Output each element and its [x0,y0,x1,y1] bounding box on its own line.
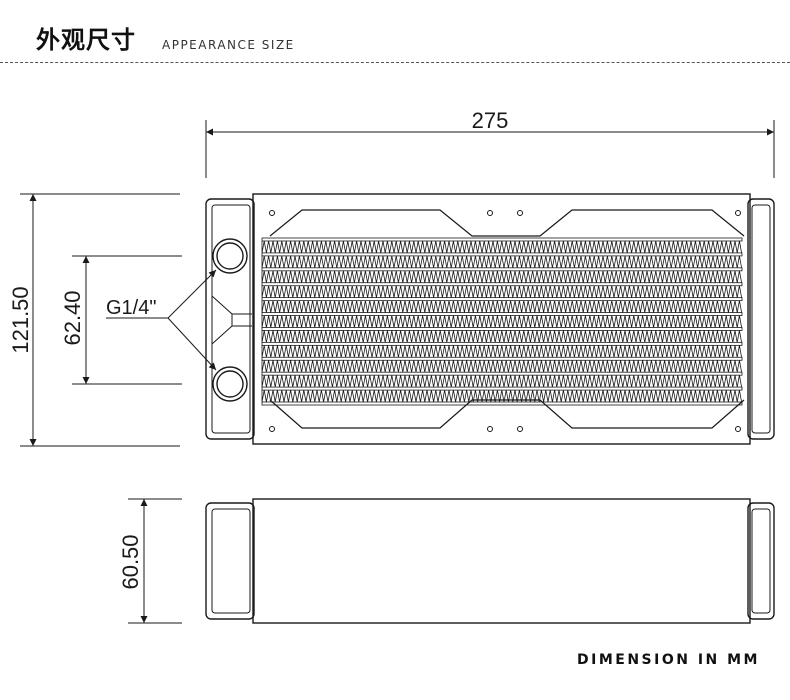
front-view [205,193,775,445]
mounting-holes [269,210,741,432]
height-label: 121.50 [8,286,33,353]
side-right-tank [747,502,775,620]
thread-label: G1/4" [106,297,156,319]
coolant-tube [261,297,743,302]
header-divider [0,62,790,63]
fin-row [261,315,742,328]
fin-row [261,345,742,358]
side-body [252,498,751,624]
coolant-tube [261,327,743,331]
coolant-tube [261,237,743,242]
port-spacing-label: 62.40 [60,290,85,345]
coolant-tube [261,401,743,406]
coolant-tube [261,252,743,257]
inlet-port [212,238,248,274]
right-end-tank [747,198,775,440]
fin-rows [261,237,743,406]
thickness-label: 60.50 [118,534,143,589]
coolant-tube [261,356,743,361]
coolant-tube [261,267,743,272]
fin-row [261,285,742,298]
coolant-tube [261,386,743,391]
thread-leader-bottom [167,317,217,371]
coolant-tube [261,282,743,287]
fin-row [261,270,742,283]
fin-row [261,240,742,253]
outlet-port [212,366,248,402]
fin-row [261,360,742,373]
radiator-frame [252,193,751,445]
coolant-tube [261,371,743,376]
side-view [205,498,775,624]
fin-row [261,300,742,313]
fin-row [261,255,742,268]
units-note: DIMENSION IN MM [577,652,760,668]
thread-leader-top [167,269,217,319]
dimension-lines [20,120,775,624]
left-end-tank [205,198,255,440]
coolant-tube [261,312,743,316]
page-subtitle: APPEARANCE SIZE [162,38,295,52]
side-left-tank [205,502,255,620]
coolant-tube [261,341,743,346]
fin-row [261,375,742,388]
page-title: 外观尺寸 [36,26,136,54]
fin-row [261,330,742,343]
length-label: 275 [472,108,509,133]
fin-row [261,390,742,403]
